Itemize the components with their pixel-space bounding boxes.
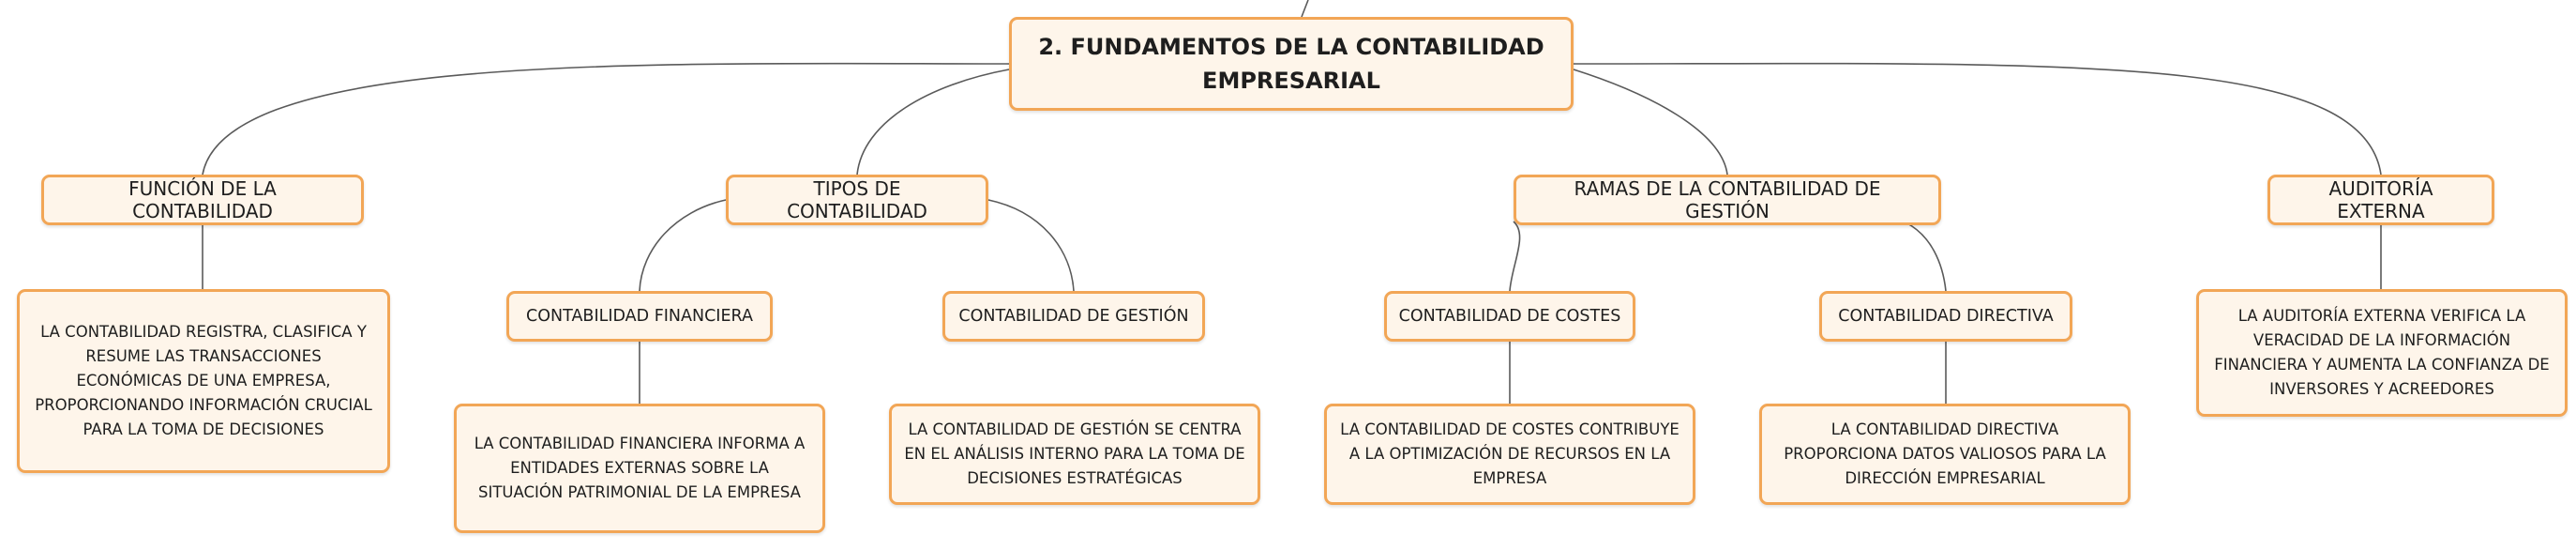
link-root-incoming [1301, 0, 1309, 18]
description-auditoria-externa[interactable]: LA AUDITORÍA EXTERNA VERIFICA LA VERACID… [2196, 289, 2568, 417]
link-tipos-financiera [639, 199, 727, 292]
link-root-auditoria [1573, 62, 2382, 176]
description-contabilidad-directiva[interactable]: LA CONTABILIDAD DIRECTIVA PROPORCIONA DA… [1759, 404, 2131, 505]
root-topic[interactable]: 2. FUNDAMENTOS DE LA CONTABILIDAD EMPRES… [1009, 17, 1574, 111]
subtopic-contabilidad-costes[interactable]: CONTABILIDAD DE COSTES [1384, 291, 1635, 342]
link-tipos-gestion [987, 199, 1075, 292]
link-ramas-directiva [1903, 221, 1947, 292]
subtopic-contabilidad-directiva[interactable]: CONTABILIDAD DIRECTIVA [1819, 291, 2072, 342]
link-root-funcion [202, 62, 1010, 176]
subtopic-contabilidad-financiera[interactable]: CONTABILIDAD FINANCIERA [506, 291, 773, 342]
description-contabilidad-financiera[interactable]: LA CONTABILIDAD FINANCIERA INFORMA A ENT… [454, 404, 825, 533]
topic-tipos-contabilidad[interactable]: TIPOS DE CONTABILIDAD [726, 175, 988, 225]
topic-ramas-contabilidad-gestion[interactable]: RAMAS DE LA CONTABILIDAD DE GESTIÓN [1514, 175, 1941, 225]
description-funcion-contabilidad[interactable]: LA CONTABILIDAD REGISTRA, CLASIFICA Y RE… [17, 289, 390, 473]
topic-auditoria-externa[interactable]: AUDITORÍA EXTERNA [2267, 175, 2494, 225]
link-root-tipos [856, 69, 1010, 176]
link-ramas-costes [1509, 221, 1521, 292]
description-contabilidad-gestion[interactable]: LA CONTABILIDAD DE GESTIÓN SE CENTRA EN … [889, 404, 1260, 505]
description-contabilidad-costes[interactable]: LA CONTABILIDAD DE COSTES CONTRIBUYE A L… [1324, 404, 1695, 505]
subtopic-contabilidad-gestion[interactable]: CONTABILIDAD DE GESTIÓN [942, 291, 1205, 342]
link-root-ramas [1573, 69, 1728, 176]
topic-funcion-contabilidad[interactable]: FUNCIÓN DE LA CONTABILIDAD [41, 175, 364, 225]
